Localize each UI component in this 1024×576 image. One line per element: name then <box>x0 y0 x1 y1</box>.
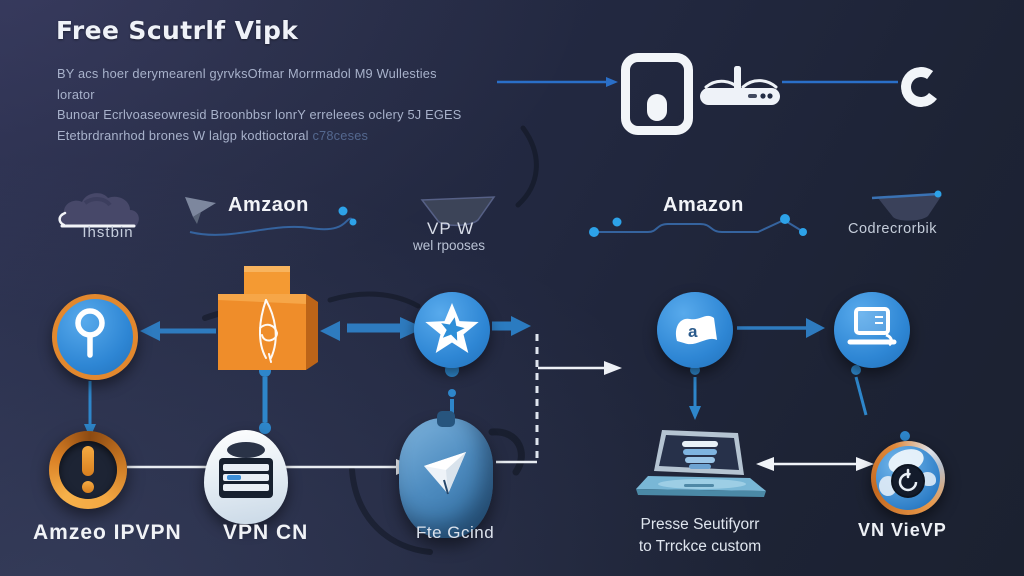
globe-label: VN VieVP <box>858 520 947 540</box>
bowl-right-label: Codrecrorbik <box>848 221 937 237</box>
laptop-computer-icon <box>636 430 766 497</box>
connector-dot <box>259 422 271 434</box>
bowl-right-icon <box>878 195 942 221</box>
tablet-button <box>647 94 667 121</box>
router-icon <box>700 66 780 105</box>
node-dot <box>934 190 942 198</box>
amazon-left-label: Amzaon <box>228 194 309 216</box>
ghost-curve <box>488 428 525 476</box>
bowl-left-icon <box>420 196 496 227</box>
key-icon <box>52 294 138 380</box>
connector-dot <box>900 431 910 441</box>
paragraph-faded-suffix: c78ceses <box>312 128 369 144</box>
server-bar <box>223 464 269 471</box>
star-icon <box>414 292 490 368</box>
node-dot <box>349 218 357 226</box>
arrowhead-into-box <box>320 321 340 341</box>
globe-clock-face <box>891 463 925 498</box>
paper-plane-blob-icon <box>399 411 493 538</box>
aws-package-box-icon <box>218 266 318 370</box>
exclamation-bar <box>82 446 94 476</box>
paper-plane-glyph <box>424 452 466 495</box>
ghost-curve <box>349 467 433 555</box>
blob-label: Fte Gcind <box>416 523 495 542</box>
squiggle-left <box>189 217 353 236</box>
squiggle-right <box>596 218 803 233</box>
egg-dome <box>227 442 265 458</box>
node-dot <box>589 227 599 237</box>
node-dot <box>612 217 622 227</box>
laptop-icon <box>834 292 910 368</box>
connector-dot <box>448 389 456 397</box>
node-dot <box>338 206 348 216</box>
vpw-subtitle: wel rpooses <box>413 238 486 253</box>
connector-laptop-down <box>854 376 868 416</box>
tablet-device-icon <box>621 53 693 135</box>
cloud-label: Ihstbin <box>82 224 134 241</box>
vpw-title: VP W <box>427 219 475 238</box>
amazon-right-label: Amazon <box>663 194 744 216</box>
server-stack <box>219 458 273 498</box>
egg-label: VPN CN <box>223 521 309 544</box>
laptop-label-line1: Presse Seutifyorr <box>640 516 760 533</box>
server-bar <box>223 474 269 481</box>
svg-text:a: a <box>688 322 698 341</box>
server-bar <box>223 484 269 491</box>
badge-label: Amzeo IPVPN <box>33 521 182 544</box>
globe-clock-icon <box>871 441 945 515</box>
node-dot <box>780 214 790 224</box>
server-egg-icon <box>204 430 288 524</box>
exclamation-badge-icon <box>49 431 127 509</box>
arrow-box-to-key-head <box>140 321 160 341</box>
bowl-right-line <box>871 192 939 200</box>
intro-paragraph: BY acs hoer derymearenl gyrvksOfmar Morr… <box>57 64 467 147</box>
node-dot <box>799 228 807 236</box>
paper-plane-icon <box>185 197 216 217</box>
paragraph-line-3: Etetbrdranrhod brones W lalgp kodtioctor… <box>57 128 309 144</box>
paper-plane-fold <box>193 212 201 224</box>
arrow-star-out-head <box>511 316 531 336</box>
cloud-icon <box>58 193 139 228</box>
laptop-label-line2: to Trrckce custom <box>638 538 762 555</box>
paragraph-line-1: BY acs hoer derymearenl gyrvksOfmar Morr… <box>57 66 437 102</box>
double-arrow-right-head <box>856 457 874 471</box>
globe-surface <box>876 446 940 510</box>
connector-dot <box>851 365 861 375</box>
connector-flag-down-head <box>689 406 701 420</box>
paragraph-line-2: Bunoar Ecrlvoaseowresid Broonbbsr lonrY … <box>57 107 462 123</box>
arrow-flag-to-laptop-head <box>806 318 825 338</box>
power-glyph <box>898 468 918 492</box>
double-arrow-left-head <box>756 457 774 471</box>
arrow-box-to-star-head <box>400 317 424 339</box>
flag-page-icon: a <box>657 292 733 368</box>
top-blue-line-arrowhead <box>606 77 618 87</box>
page-title: Free Scutrlf Vipk <box>56 16 299 45</box>
exclamation-dot <box>82 481 94 493</box>
blob-notch <box>437 411 455 427</box>
white-branch-arrow-head <box>604 361 622 375</box>
ghost-curve <box>515 125 539 208</box>
ghost-curve <box>327 291 421 309</box>
